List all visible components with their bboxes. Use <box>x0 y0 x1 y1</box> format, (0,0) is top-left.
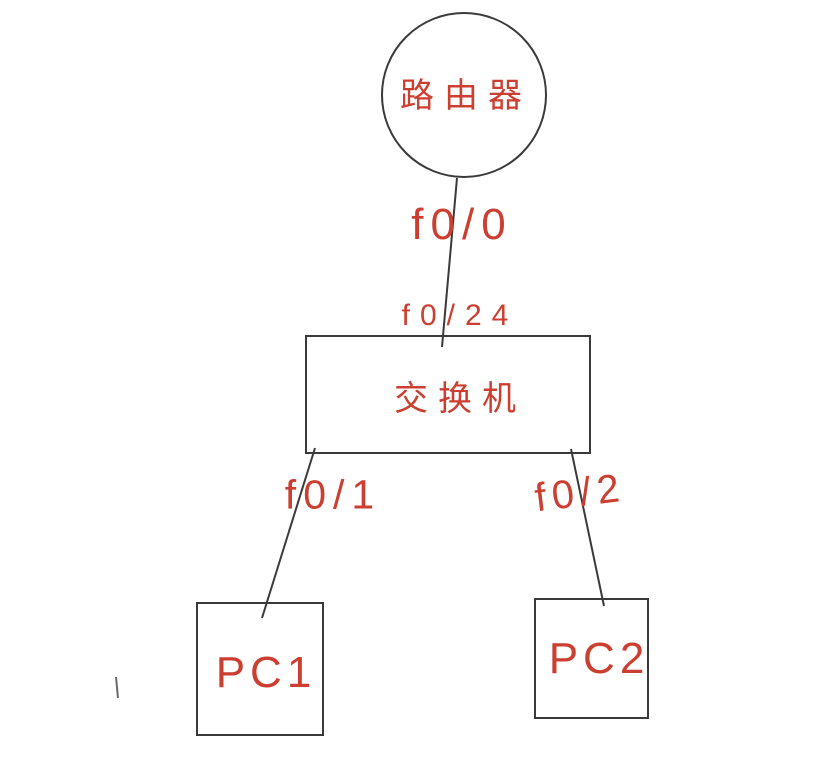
switch-node-rect <box>305 335 591 454</box>
port-label-router-f0-0: f0/0 <box>411 200 513 249</box>
link-router-switch-line <box>441 177 458 348</box>
pc1-label: PC1 <box>215 648 317 697</box>
stray-scan-mark <box>115 676 119 699</box>
link-switch-pc1-line <box>261 447 316 619</box>
router-node-circle <box>381 12 547 178</box>
pc2-node-rect <box>534 598 649 719</box>
port-label-switch-f0-24: f0/24 <box>401 299 519 332</box>
pc1-node-rect <box>196 602 324 736</box>
switch-label: 交换机 <box>394 380 526 418</box>
link-switch-pc2-line <box>570 448 605 607</box>
router-label: 路由器 <box>400 77 532 115</box>
pc2-label: PC2 <box>548 634 650 683</box>
port-label-switch-f0-1: f0/1 <box>284 471 382 518</box>
port-label-switch-f0-2: f0/2 <box>532 465 628 521</box>
